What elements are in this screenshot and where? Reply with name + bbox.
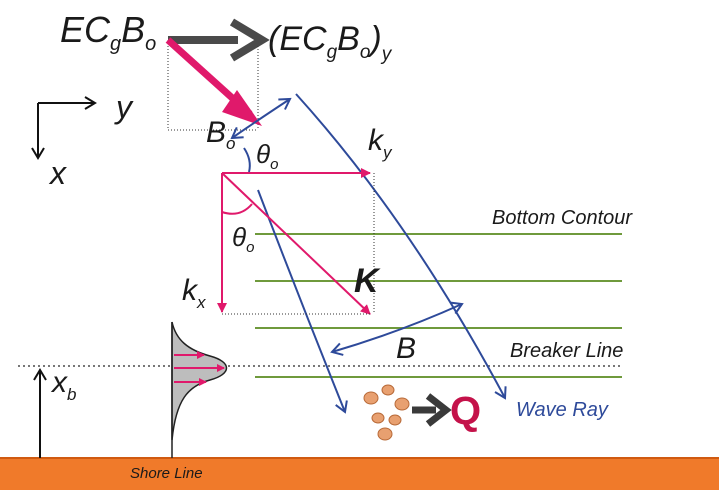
flux-y-arrowhead <box>229 18 270 62</box>
K-label: K <box>354 262 381 300</box>
shore-band <box>0 458 719 490</box>
Q-label: Q <box>450 389 481 433</box>
crest-arc-bottom <box>330 301 464 356</box>
sediment-grain <box>371 412 385 424</box>
B-o-label: Bo <box>206 116 235 153</box>
wave-ray-label: Wave Ray <box>516 399 609 421</box>
theta-left-label: θo <box>232 222 254 256</box>
breaker-line-label: Breaker Line <box>510 340 623 362</box>
theta-left-arc <box>221 203 253 215</box>
shore-line-label: Shore Line <box>130 465 203 482</box>
axis-x-label: x <box>48 155 67 191</box>
flux-label: ECgBo <box>60 9 156 55</box>
sediment-grain <box>394 397 410 411</box>
sediment-grain <box>388 414 402 426</box>
sediment-grain <box>381 384 395 396</box>
bottom-contour-label: Bottom Contour <box>492 207 633 229</box>
K-vector-arrow <box>221 172 371 315</box>
flux-y-label: (ECgBo)y <box>268 20 393 65</box>
wave-ray-left <box>257 189 348 414</box>
crest-arc-top <box>230 97 292 140</box>
k-y-label: ky <box>368 124 393 162</box>
B-label: B <box>396 332 416 365</box>
sediment-grain <box>377 427 393 441</box>
theta-top-label: θo <box>256 139 278 173</box>
theta-top-arc <box>243 147 251 173</box>
x-b-label: xb <box>50 366 76 404</box>
wave-ray-right <box>295 93 507 400</box>
k-x-label: kx <box>182 274 206 312</box>
transport-arrowhead <box>425 393 452 427</box>
axis-y-label: y <box>114 89 134 125</box>
sediment-grain <box>363 391 379 405</box>
